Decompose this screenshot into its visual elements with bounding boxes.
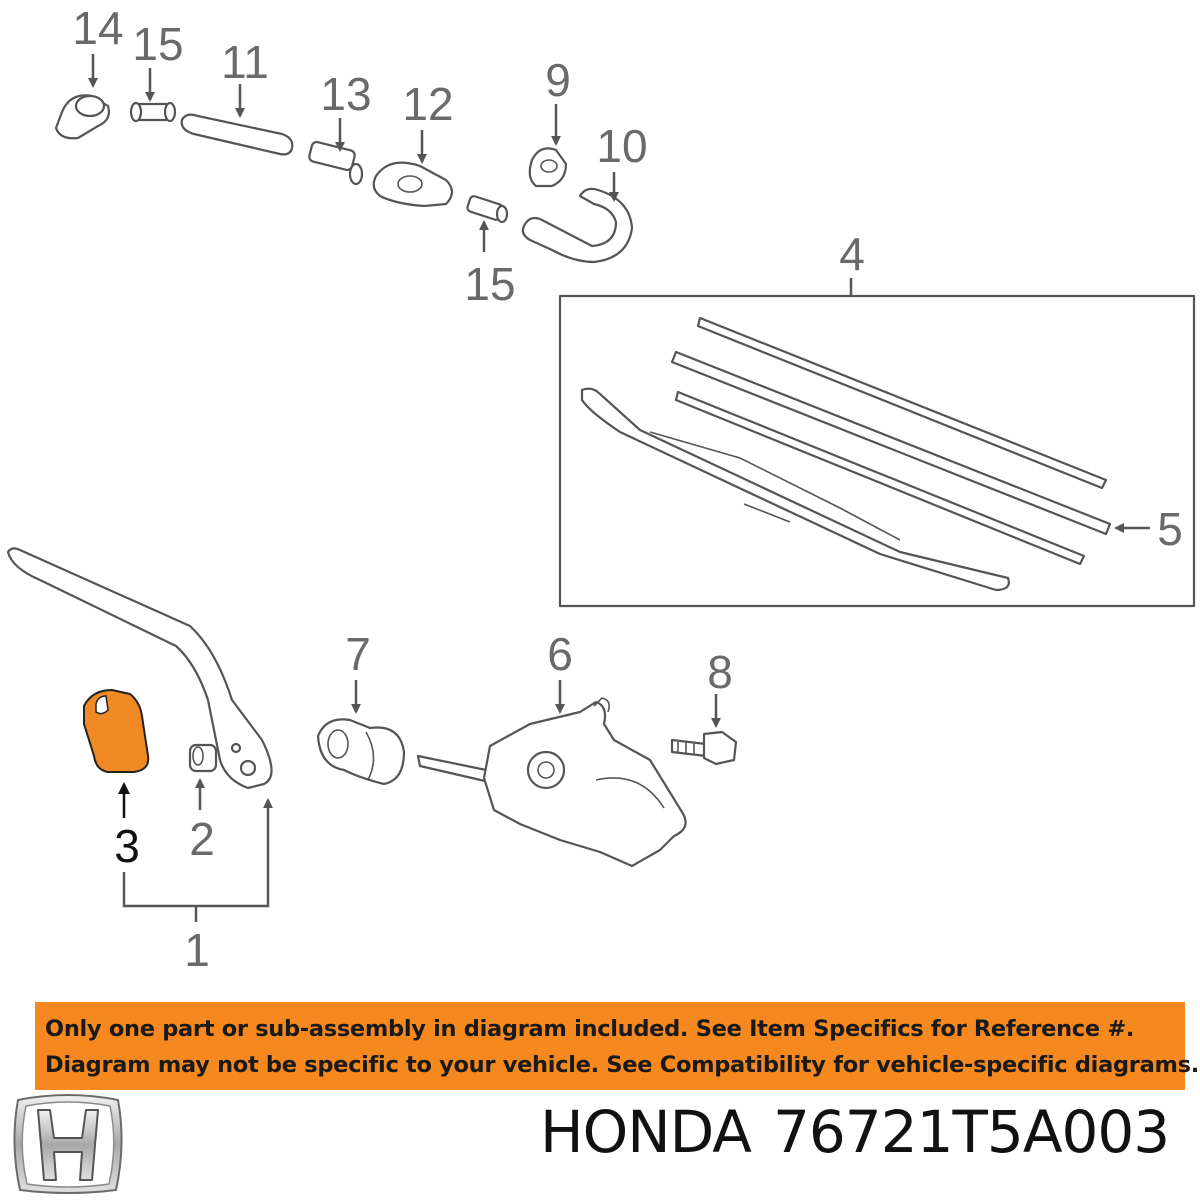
- honda-logo-icon: [13, 1094, 123, 1194]
- callout-label: 10: [596, 120, 647, 172]
- connector-15-top: [129, 101, 177, 123]
- callout-label: 14: [72, 2, 123, 54]
- wiper-arm-cap-highlighted: [83, 688, 150, 773]
- connector-13: [308, 140, 364, 186]
- callout-label: 5: [1157, 503, 1183, 555]
- wiper-arm: [6, 547, 273, 790]
- callout-label: 1: [184, 924, 210, 976]
- bushing: [188, 743, 218, 773]
- washer-hose-11: [180, 113, 294, 156]
- pivot-seal: [316, 718, 406, 786]
- callout-label: 8: [707, 646, 733, 698]
- callout-label: 15: [132, 18, 183, 70]
- brand-part-number: HONDA 76721T5A003: [540, 1098, 1190, 1188]
- joint-12: [372, 161, 454, 208]
- check-valve-9: [528, 147, 568, 188]
- wiper-blade-assembly-box: [558, 294, 1196, 608]
- disclaimer-line-2: Diagram may not be specific to your vehi…: [45, 1052, 1199, 1078]
- callout-label-highlighted: 3: [114, 820, 140, 872]
- disclaimer-banner: Only one part or sub-assembly in diagram…: [35, 1002, 1199, 1090]
- mounting-bolt: [670, 730, 738, 766]
- callout-label: 7: [345, 628, 371, 680]
- callout-label: 15: [464, 258, 515, 310]
- callout-label: 11: [221, 36, 269, 88]
- callout-label: 4: [839, 228, 865, 280]
- washer-hose-10: [521, 187, 634, 264]
- connector-15-mid: [466, 195, 509, 224]
- disclaimer-line-1: Only one part or sub-assembly in diagram…: [45, 1016, 1135, 1042]
- part-number: 76721T5A003: [772, 1098, 1170, 1166]
- wiper-motor: [416, 697, 687, 868]
- callout-label: 9: [545, 54, 571, 106]
- callout-label: 2: [189, 813, 215, 865]
- callout-label: 13: [320, 68, 371, 120]
- brand-name: HONDA: [540, 1098, 752, 1166]
- washer-nozzle-14: [54, 94, 110, 140]
- callout-label: 6: [547, 628, 573, 680]
- callout-label: 12: [402, 78, 453, 130]
